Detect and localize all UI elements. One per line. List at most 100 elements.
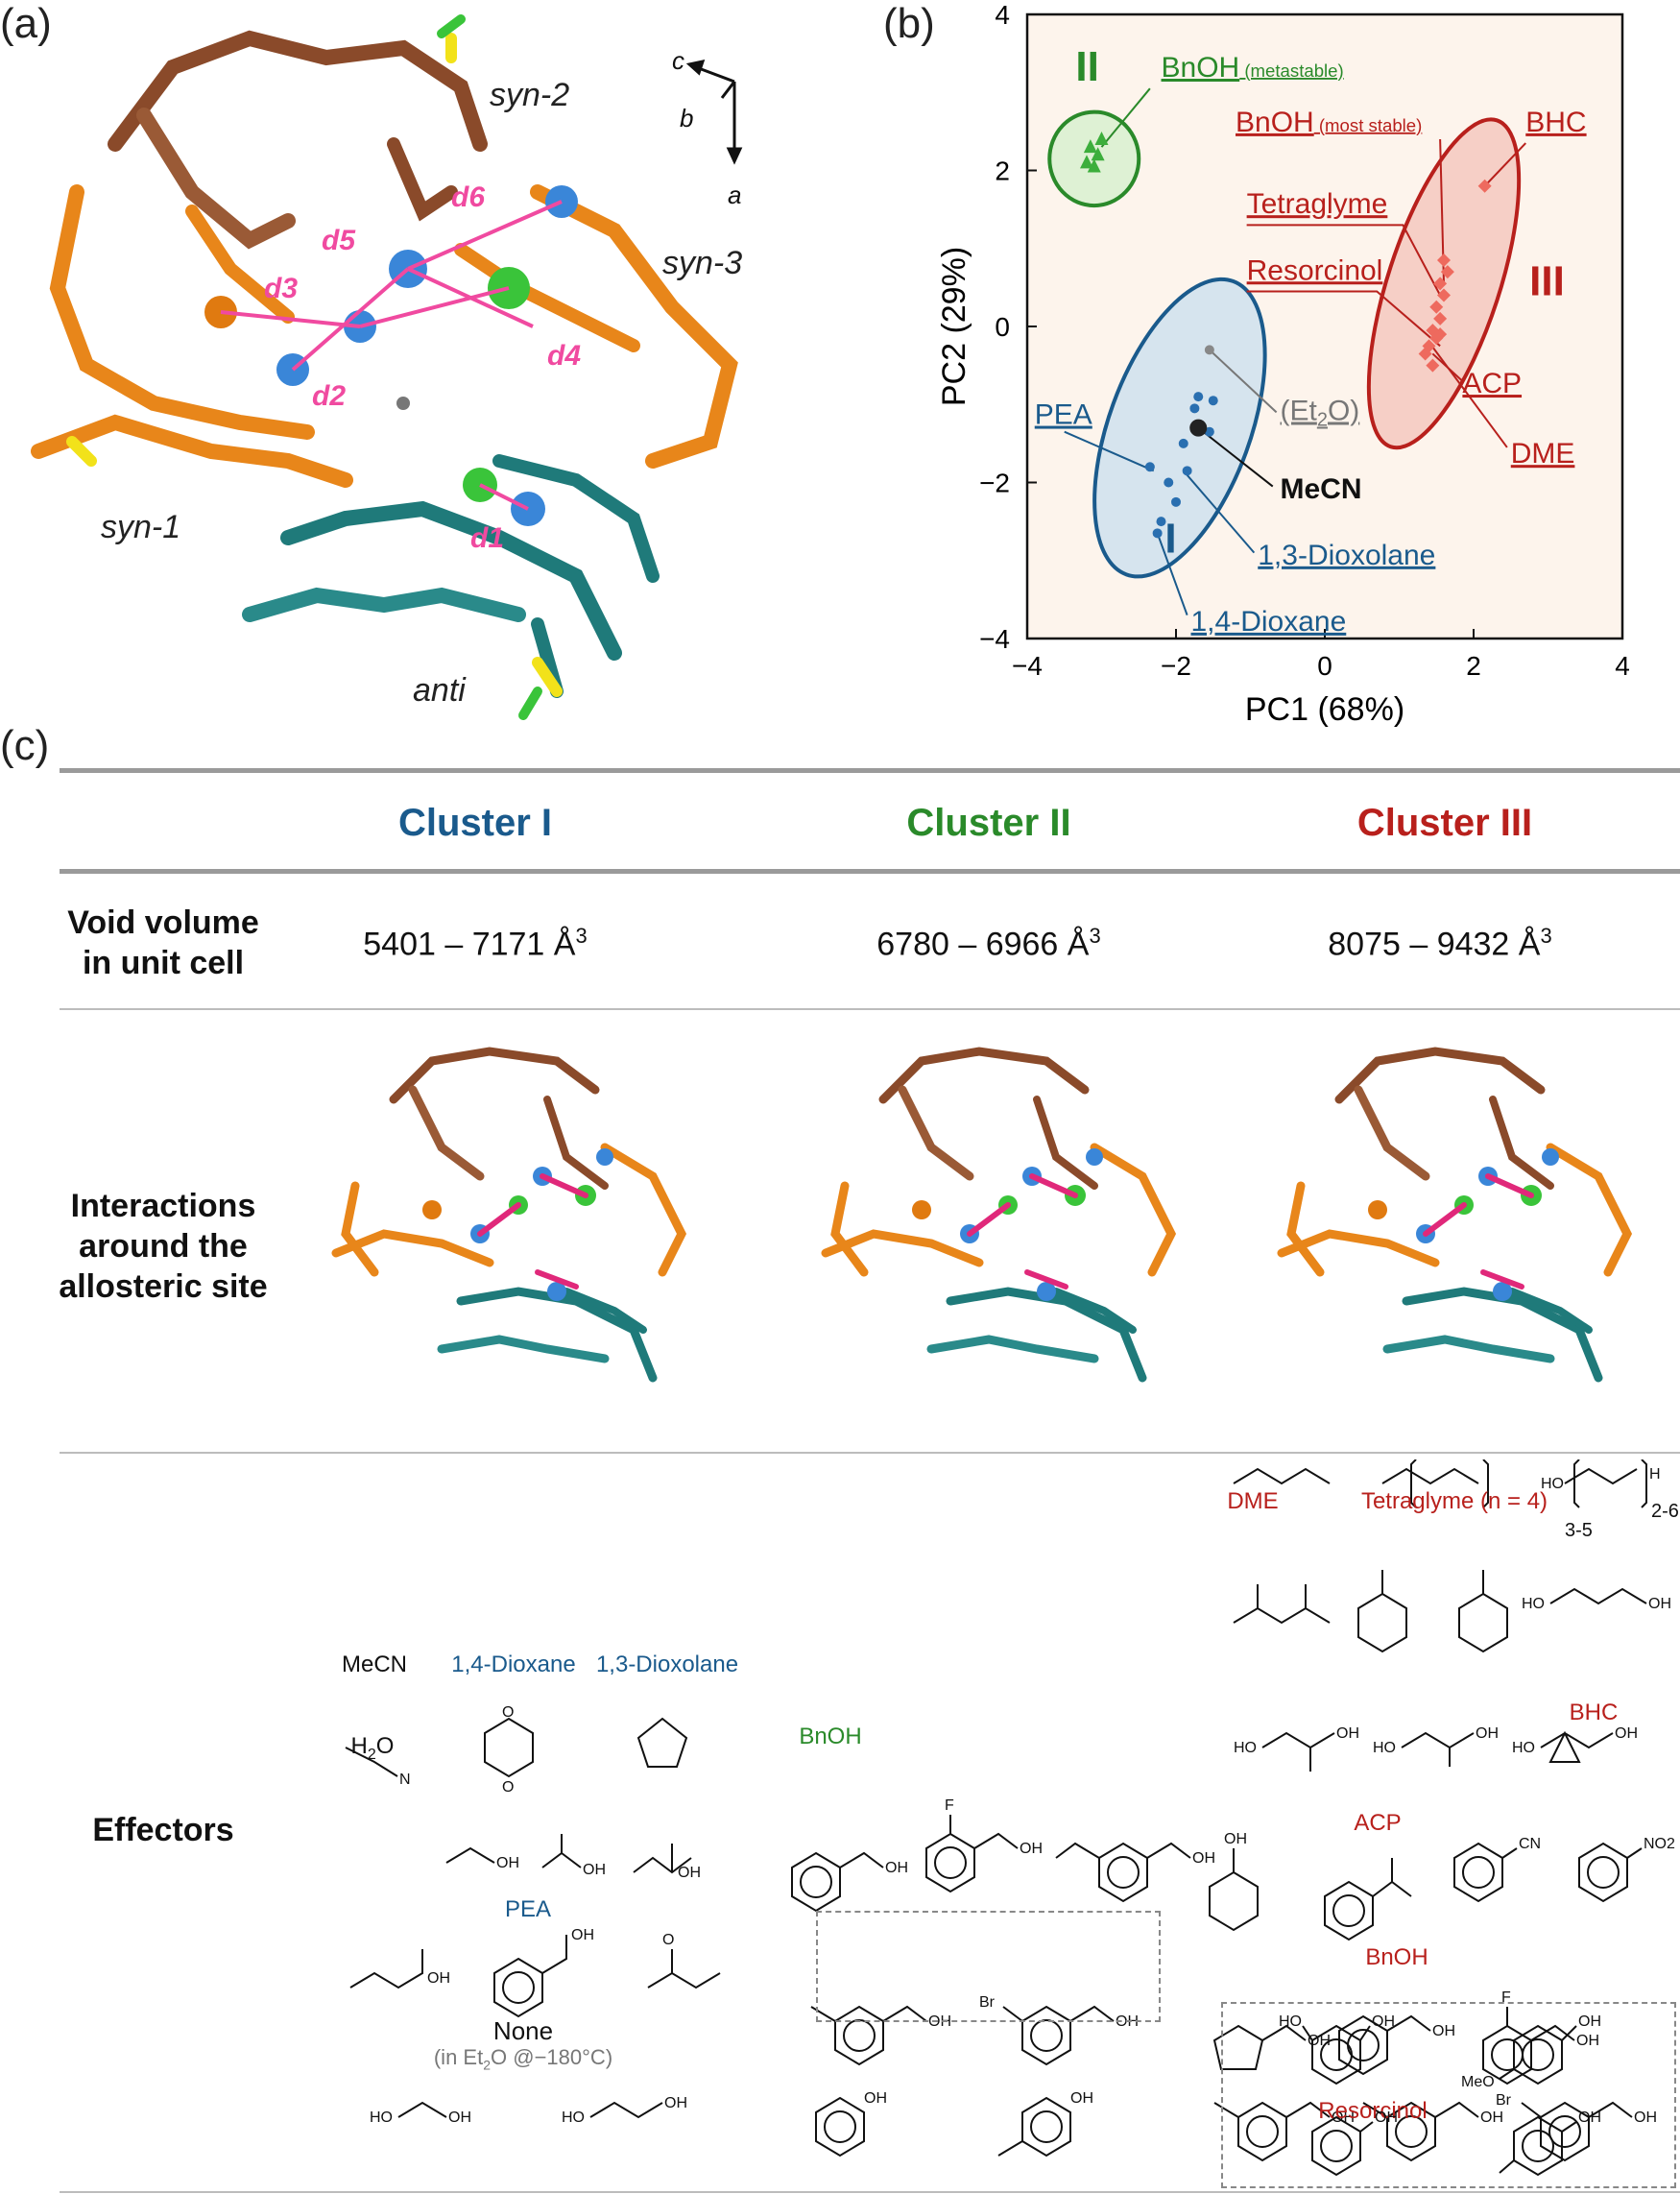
atom-oh-17: OH (1476, 1725, 1499, 1742)
annot-bhc: BHC (1525, 107, 1586, 138)
annot-dioxolane: 1,3-Dioxolane (1258, 540, 1435, 571)
x-tick-label: 2 (1466, 651, 1481, 681)
label-none: None (492, 2016, 554, 2045)
label-syn-3: syn-3 (662, 245, 742, 281)
allosteric-thumb-1 (331, 1047, 687, 1383)
phenol-box-c2 (816, 1911, 1161, 2022)
point-III (1429, 300, 1444, 314)
atom-oh-box-4: OH (1578, 2110, 1601, 2126)
x-tick-label: 0 (1317, 651, 1332, 681)
atom-oh-5: OH (571, 1927, 594, 1943)
point-I (1178, 438, 1188, 448)
y-tick-label: −2 (979, 469, 1010, 498)
annot-dioxane: 1,4-Dioxane (1191, 606, 1347, 638)
atom-f-1: F (945, 1797, 954, 1814)
point-MeCN (1189, 419, 1208, 437)
atom-oh-22: OH (1576, 2033, 1599, 2049)
label-dioxane: 1,4-Dioxane (451, 1652, 576, 1677)
point-I (1182, 466, 1192, 476)
leader-line (1064, 430, 1155, 472)
atom-o-1: O (502, 1704, 514, 1721)
atom-ho-4: HO (1522, 1596, 1545, 1612)
atom-oh-box-1: OH (1372, 2013, 1395, 2030)
atom-oh-6: OH (448, 2110, 471, 2126)
leader-line (1209, 349, 1278, 414)
atom-oh-box-2: OH (1578, 2013, 1601, 2030)
void-label-line1: Void volume (67, 904, 259, 941)
atom-ho-1: HO (370, 2110, 393, 2126)
leader-line (1182, 470, 1256, 554)
atom-oh-25: OH (1634, 2110, 1657, 2126)
panel-label-a: (a) (0, 0, 52, 47)
atom-ho-3: HO (1541, 1476, 1564, 1492)
label-dme: DME (1227, 1488, 1279, 1514)
atom-meo-box: MeO (1461, 2074, 1495, 2090)
point-III (1437, 253, 1451, 267)
x-tick-label: −2 (1161, 651, 1191, 681)
label-anti: anti (413, 672, 467, 709)
table-top-rule (60, 768, 1680, 773)
atom-ho-7: HO (1512, 1740, 1535, 1756)
atom-oh-9: OH (1020, 1841, 1043, 1857)
void-label-line2: in unit cell (82, 945, 245, 981)
leader-line (1100, 87, 1151, 148)
distance-label-d6: d6 (451, 181, 485, 213)
point-III (1426, 358, 1440, 373)
annot-mecn: MeCN (1281, 473, 1362, 505)
table-header-rule (60, 869, 1680, 874)
label-mecn: MeCN (341, 1652, 407, 1677)
effector-structures: N O O OH OH OH OH OH O HO OH HO OH OH F … (345, 1459, 1679, 2162)
atom-oh-21: OH (1432, 2023, 1455, 2039)
annot-dme: DME (1511, 438, 1575, 470)
point-III (1418, 347, 1432, 361)
leader-line (1246, 290, 1441, 348)
atom-ho-2: HO (562, 2110, 585, 2126)
leader-line (1156, 532, 1188, 615)
x-axis-label: PC1 (68%) (1245, 691, 1404, 728)
annot-bnoh-stable: BnOH (most stable) (1236, 107, 1422, 138)
table-rule-2 (60, 1008, 1680, 1010)
label-resorcinol: Resorcinol (1318, 2098, 1428, 2124)
label-bnoh-c3: BnOH (1365, 1944, 1428, 1970)
atom-oh-23: OH (1332, 2110, 1355, 2126)
atom-oh-7: OH (664, 2095, 687, 2111)
point-II (1091, 147, 1105, 161)
atom-oh-24: OH (1480, 2110, 1503, 2126)
cluster-label-2: II (1075, 43, 1098, 90)
axis-b-label: b (680, 104, 693, 133)
atom-br-2: Br (1496, 2092, 1512, 2109)
row-label-void-volume: Void volume in unit cell (19, 903, 307, 983)
allosteric-thumb-2 (821, 1047, 1177, 1383)
axis-a-label: a (728, 181, 741, 209)
x-tick-label: −4 (1012, 651, 1043, 681)
panel-label-c: (c) (0, 722, 50, 769)
label-pea: PEA (504, 1896, 552, 1922)
peg-repeat: 2-6 (1651, 1501, 1679, 1522)
distance-label-d5: d5 (322, 225, 356, 256)
row-label-effectors: Effectors (92, 1812, 234, 1848)
point-I (1164, 477, 1174, 488)
header-cluster-1: Cluster I (397, 802, 553, 844)
annot-tetraglyme: Tetraglyme (1247, 188, 1388, 220)
y-tick-label: −4 (979, 624, 1010, 654)
atom-oh-3: OH (678, 1865, 701, 1881)
annot-pea: PEA (1035, 399, 1092, 431)
point-II (1083, 139, 1097, 154)
label-bhc: BHC (1569, 1700, 1619, 1725)
distance-label-d4: d4 (547, 340, 581, 372)
point-III (1433, 327, 1448, 342)
annot-resorcinol: Resorcinol (1247, 254, 1383, 286)
point-III (1433, 277, 1448, 291)
leader-line (1428, 341, 1508, 448)
atom-br-1: Br (979, 1994, 996, 2011)
atom-ho-box: HO (1279, 2013, 1302, 2030)
void-value-cluster-2: 6780 – 6966 Å3 (876, 924, 1101, 963)
label-acp: ACP (1354, 1810, 1402, 1836)
label-syn-1: syn-1 (101, 509, 180, 545)
cluster-ellipse-1 (1092, 277, 1267, 579)
interactions-line1: Interactions (70, 1188, 256, 1224)
atom-oh-4: OH (427, 1970, 450, 1987)
atom-oh-15: OH (1648, 1596, 1671, 1612)
atom-n: N (399, 1772, 411, 1788)
